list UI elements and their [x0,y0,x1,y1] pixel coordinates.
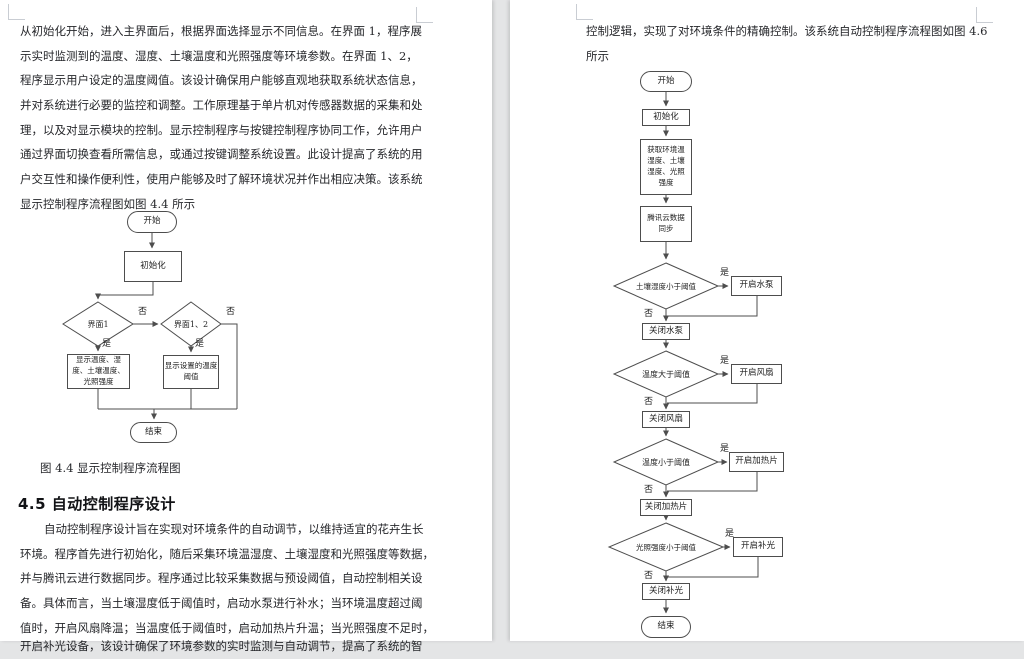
label-yes: 是 [720,268,730,278]
flowchart-auto-control: 开始 初始化 获取环境温 湿度、土壤 湿度、光照 强度 腾讯云数据 同步 土壤湿… [600,70,825,641]
flowchart-display-control: 开始 初始化 界面1 界面1、2 否 否 是 是 显示温度、湿 度、土壤温度、 … [40,205,300,450]
label-yes: 是 [720,444,730,454]
text-line: 示实时监测到的温度、湿度、土壤温度和光照强度等环境参数。在界面 1、2， [20,48,418,63]
flow-node-heater-off: 关闭加热片 [640,499,692,516]
flow-node-end: 结束 [641,616,691,638]
flow-node-cloud-sync: 腾讯云数据 同步 [640,206,692,242]
text-boundary-mark [976,7,993,23]
label-yes: 是 [720,356,730,366]
text-line: 程序显示用户设定的温度阈值。该设计确保用户能够直观地获取系统状态信息， [20,73,423,88]
label-yes: 是 [102,339,112,349]
text-line: 备。具体而言，当土壤湿度低于阈值时，启动水泵进行补水；当环境温度超过阈 [20,596,423,611]
page-right[interactable]: 控制逻辑，实现了对环境条件的精确控制。该系统自动控制程序流程图如图 4.6 所示 [510,0,1024,641]
flow-node-display-threshold: 显示设置的温度 阈值 [163,355,219,389]
figure-caption-4-4: 图 4.4 显示控制程序流程图 [40,461,181,475]
text-line: 并对系统进行必要的监控和调整。工作原理基于单片机对传感器数据的采集和处 [20,98,423,113]
label-yes: 是 [195,339,205,349]
section-heading-4-5: 4.5 自动控制程序设计 [18,495,176,513]
paragraph-auto-control-clipped-line: 开启补光设备，该设计确保了环境参数的实时监测与自动调节，提高了系统的智 [20,634,423,659]
flow-node-pump-on: 开启水泵 [731,276,782,296]
label-no: 否 [138,307,148,317]
flow-node-start: 开始 [640,71,692,92]
flow-decision-temp-low: 温度小于阈值 [642,458,690,467]
text-line: 自动控制程序设计旨在实现对环境条件的自动调节，以维持适宜的花卉生长 [44,522,424,536]
flow-node-display-env: 显示温度、湿 度、土壤温度、 光照强度 [67,354,130,389]
text-line: 显示控制程序流程图如图 4.4 所示 [20,196,196,211]
flow-node-init: 初始化 [642,109,690,126]
flow-node-init: 初始化 [124,251,182,282]
flow-node-fan-on: 开启风扇 [731,364,782,384]
text-boundary-mark [416,7,433,23]
label-no: 否 [644,309,654,319]
label-no: 否 [644,397,654,407]
paragraph-display-control: 从初始化开始，进入主界面后，根据界面选择显示不同信息。在界面 1，程序展 示实时… [20,19,423,217]
flow-node-heater-on: 开启加热片 [729,452,784,472]
flow-decision-soil-humidity: 土壤湿度小于阈值 [636,282,696,291]
text-line: 值时，开启风扇降温；当温度低于阈值时，启动加热片升温；当光照强度不足时， [20,620,434,635]
flow-decision-interface12: 界面1、2 [173,320,209,329]
flow-decision-interface1: 界面1 [87,320,109,329]
flow-node-pump-off: 关闭水泵 [642,323,690,340]
flow-node-end: 结束 [130,422,177,443]
label-yes: 是 [725,529,735,539]
paragraph-control-logic: 控制逻辑，实现了对环境条件的精确控制。该系统自动控制程序流程图如图 4.6 所示 [586,19,988,68]
page-left[interactable]: 从初始化开始，进入主界面后，根据界面选择显示不同信息。在界面 1，程序展 示实时… [0,0,492,653]
flow-decision-temp-high: 温度大于阈值 [642,370,690,379]
text-line: 开启补光设备，该设计确保了环境参数的实时监测与自动调节，提高了系统的智 [20,639,423,653]
flow-node-start: 开始 [127,211,177,233]
text-line: 户交互性和操作便利性，使用户能够及时了解环境状况并作出相应决策。该系统 [20,172,423,187]
text-line: 环境。程序首先进行初始化，随后采集环境温湿度、土壤湿度和光照强度等数据， [20,546,434,561]
flow-node-acquire-data: 获取环境温 湿度、土壤 湿度、光照 强度 [640,139,692,195]
text-line: 理，以及对显示模块的控制。显示控制程序与按键控制程序协同工作，允许用户 [20,122,423,137]
label-no: 否 [226,307,236,317]
flow-node-light-on: 开启补光 [733,537,783,557]
text-line: 所示 [586,48,609,63]
text-line: 从初始化开始，进入主界面后，根据界面选择显示不同信息。在界面 1，程序展 [20,24,422,38]
text-boundary-mark [8,4,25,20]
text-line: 控制逻辑，实现了对环境条件的精确控制。该系统自动控制程序流程图如图 4.6 [586,24,988,38]
flow-decision-light-low: 光照强度小于阈值 [636,543,696,552]
flow-node-fan-off: 关闭风扇 [642,411,690,428]
paragraph-auto-control: 自动控制程序设计旨在实现对环境条件的自动调节，以维持适宜的花卉生长 环境。程序首… [20,517,434,640]
text-line: 并与腾讯云进行数据同步。程序通过比较采集数据与预设阈值，自动控制相关设 [20,571,423,586]
label-no: 否 [644,485,654,495]
label-no: 否 [644,571,654,581]
text-line: 通过界面切换查看所需信息，或通过按键调整系统设置。此设计提高了系统的用 [20,147,423,162]
flow-node-light-off: 关闭补光 [642,583,690,600]
text-boundary-mark [576,4,593,20]
